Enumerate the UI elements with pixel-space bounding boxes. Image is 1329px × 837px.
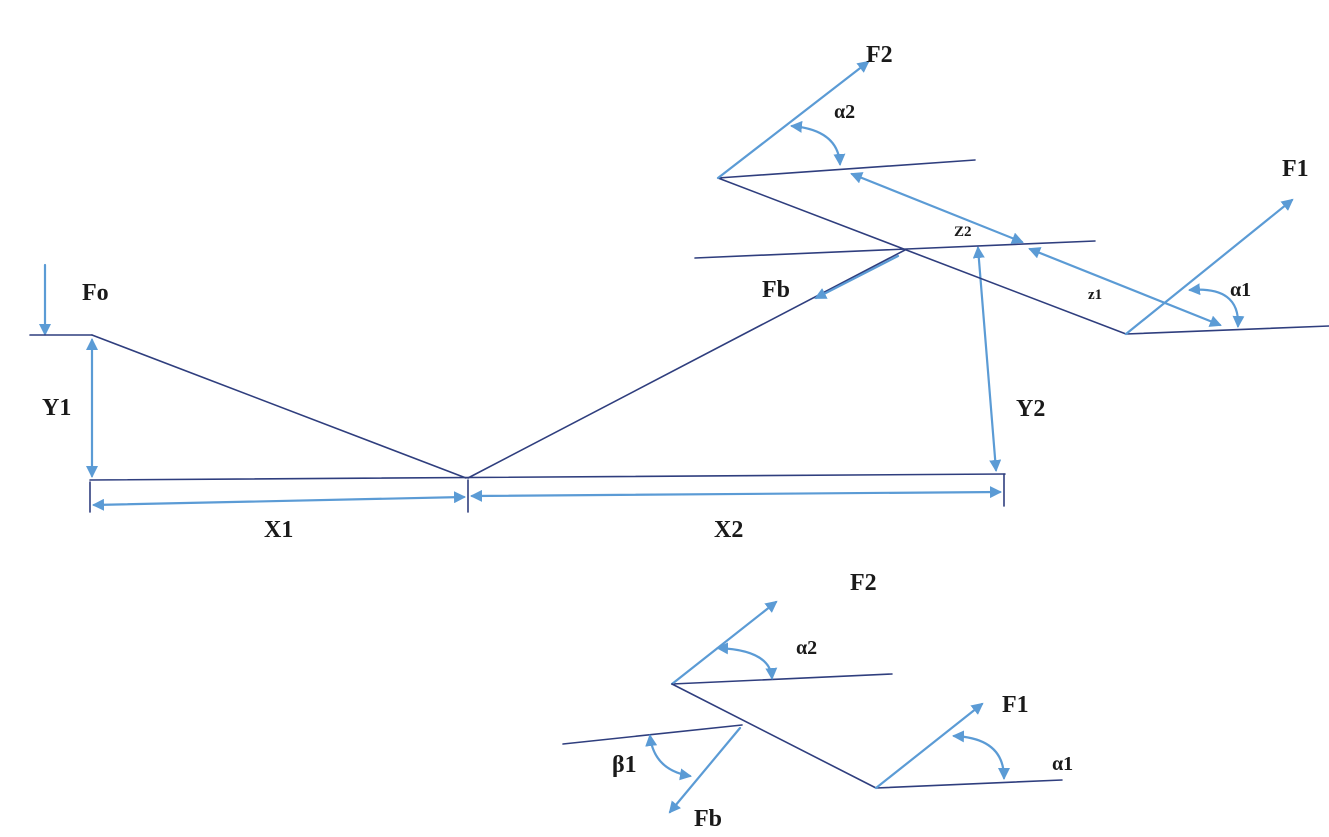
ground-line	[89, 473, 1006, 481]
lower-link	[671, 683, 877, 789]
alpha1-label-bottom: α1	[1052, 753, 1073, 775]
f1-horizontal-line	[1125, 325, 1329, 335]
fb-horizontal-line	[694, 240, 1096, 259]
alpha1-label-top: α1	[1230, 279, 1251, 301]
f2-label-top: F2	[866, 42, 893, 68]
fb-arrow-bottom	[668, 726, 742, 814]
beta1-label: β1	[612, 752, 637, 778]
fb-label-bottom: Fb	[694, 806, 722, 832]
z2-label: Z2	[954, 224, 972, 240]
f1-horizontal-line-bottom	[875, 779, 1063, 789]
upper-mechanism: Fo Y1 X1 X2 Y2 Fb Z2 z1 F1 α1 F2 α2	[29, 42, 1329, 543]
f2-arrow-bottom	[670, 600, 778, 686]
z1-label: z1	[1088, 287, 1102, 303]
y1-label: Y1	[42, 395, 71, 421]
alpha2-arc-top	[790, 120, 846, 166]
alpha2-arc-bottom	[716, 642, 778, 680]
fb-arrow-top	[814, 254, 900, 300]
f0-label: Fo	[82, 280, 109, 306]
x1-label: X1	[264, 517, 293, 543]
y2-label: Y2	[1016, 396, 1045, 422]
f1-label-top: F1	[1282, 156, 1309, 182]
x1-dimension-arrow	[92, 491, 466, 511]
x2-label: X2	[714, 517, 743, 543]
x2-dimension-arrow	[470, 486, 1002, 502]
f1-arrow-top	[1124, 198, 1294, 336]
alpha2-label-top: α2	[834, 101, 855, 123]
f2-arrow-top	[716, 60, 870, 180]
f1-arrow-bottom	[874, 702, 984, 790]
f2-horizontal-line-bottom	[671, 673, 893, 685]
beta1-arc	[645, 734, 692, 781]
f2-horizontal-line	[717, 159, 976, 179]
left-lever-arm	[91, 334, 467, 479]
f1-label-bottom: F1	[1002, 692, 1029, 718]
f2-label-bottom: F2	[850, 570, 877, 596]
lower-force-detail: F2 α2 F1 α1 β1 Fb	[562, 570, 1073, 832]
fb-label-top: Fb	[762, 277, 790, 303]
alpha2-label-bottom: α2	[796, 637, 817, 659]
fb-horizontal-line-bottom	[562, 724, 743, 745]
y2-dimension-arrow	[972, 246, 1002, 472]
z2-dimension-arrow	[850, 172, 1024, 244]
alpha1-arc-bottom	[952, 730, 1010, 780]
right-lever-arm	[467, 249, 906, 479]
alpha1-arc-top	[1188, 283, 1245, 328]
z1-dimension-arrow	[1028, 247, 1222, 327]
